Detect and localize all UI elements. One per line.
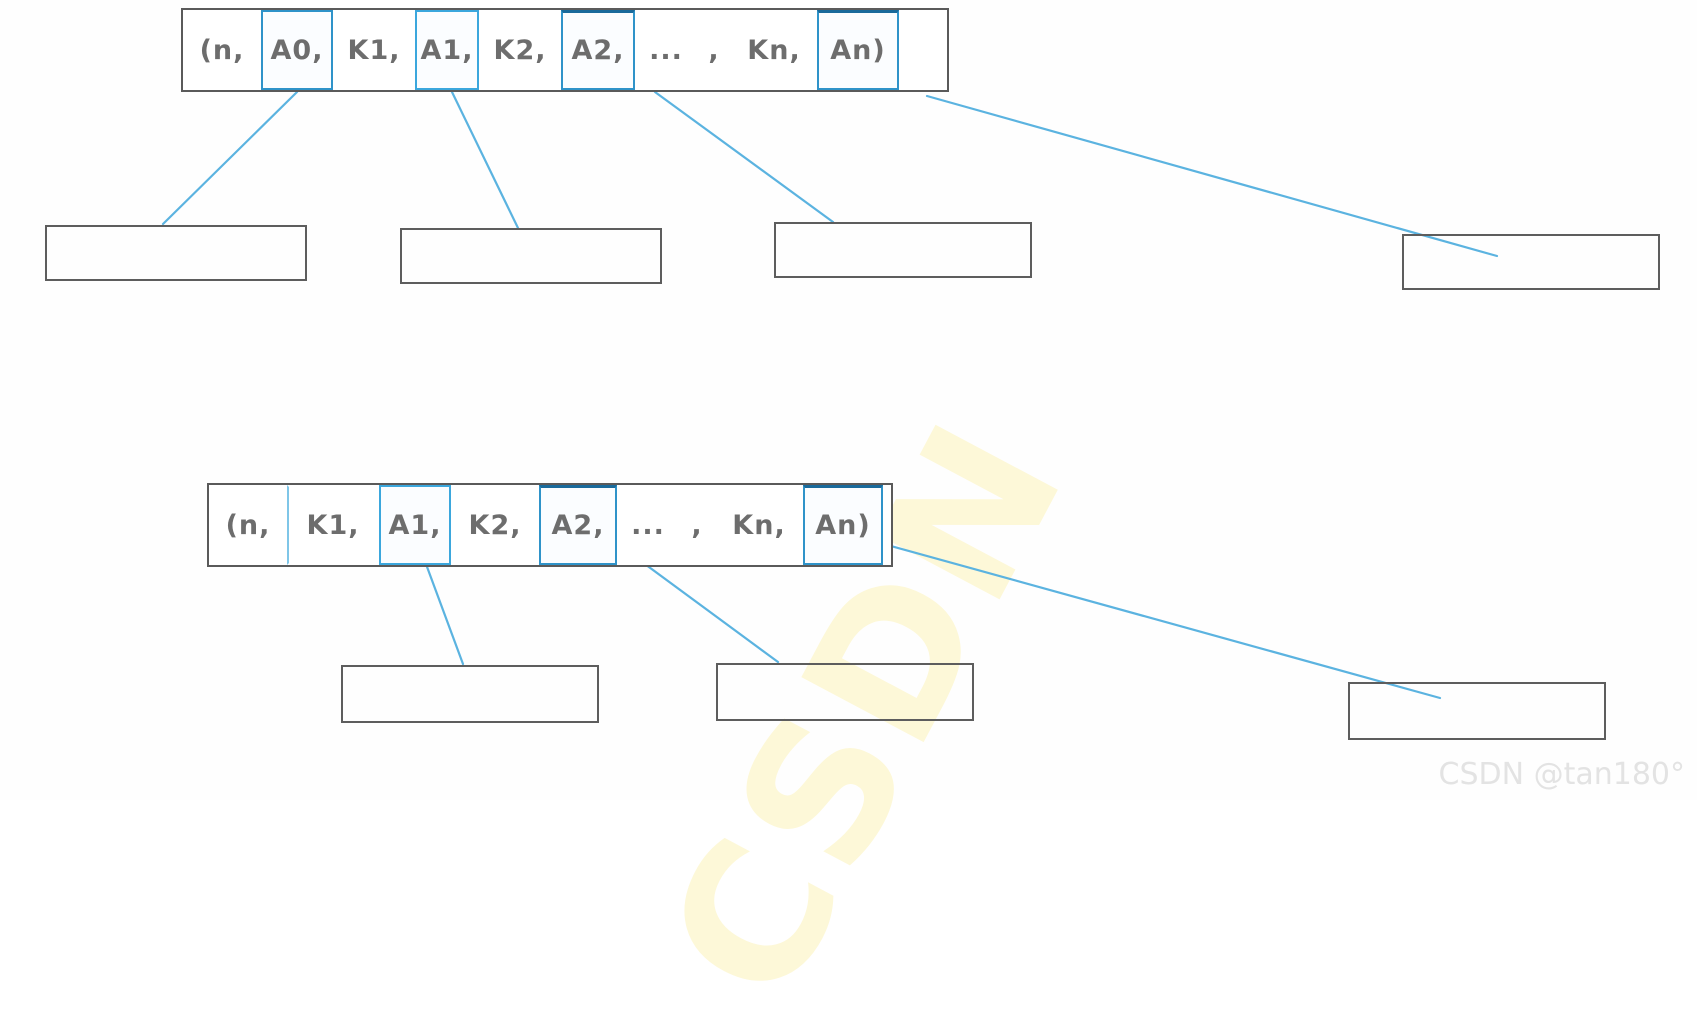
node2-cell-k1: K1, (287, 485, 379, 565)
child-box-an[interactable] (1402, 234, 1660, 290)
node2-cell-k2: K2, (468, 509, 522, 541)
internal-node-record[interactable]: (n, A0, K1, A1, K2, A2, ... , Kn, An) (181, 8, 949, 92)
node2-cell-kn: Kn, (732, 509, 786, 541)
child-box-a2[interactable] (774, 222, 1032, 278)
node2-cell-a2[interactable]: A2, (539, 485, 617, 565)
connector-a2-to-child (653, 90, 835, 224)
node1-cell-kn: Kn, (747, 34, 801, 66)
connector-a1-to-child (450, 90, 520, 230)
csdn-watermark: CSDN @tan180° (1438, 757, 1686, 792)
child-box-a2-lower[interactable] (716, 663, 974, 721)
connector-a0-to-child (161, 90, 299, 226)
node1-cell-n: (n, (199, 34, 245, 66)
child-box-an-lower[interactable] (1348, 682, 1606, 740)
node1-cell-a0[interactable]: A0, (261, 10, 333, 90)
node1-cell-a2[interactable]: A2, (561, 10, 635, 90)
child-box-a1[interactable] (400, 228, 662, 284)
node2-cell-ellipsis: ... (631, 509, 665, 541)
child-box-a0[interactable] (45, 225, 307, 281)
node2-cell-n: (n, (225, 509, 271, 541)
node1-cell-a1[interactable]: A1, (415, 10, 479, 90)
node1-cell-k2: K2, (493, 34, 547, 66)
leaf-node-record[interactable]: (n, K1, A1, K2, A2, ... , Kn, An) (207, 483, 893, 567)
node1-cell-comma: , (708, 34, 720, 66)
node1-cell-ellipsis: ... (649, 34, 683, 66)
node2-cell-a1[interactable]: A1, (379, 485, 451, 565)
node1-cell-k1: K1, (347, 34, 401, 66)
node2-cell-an[interactable]: An) (803, 485, 883, 565)
child-box-a1-lower[interactable] (341, 665, 599, 723)
node1-cell-an[interactable]: An) (817, 10, 899, 90)
node2-cell-comma: , (691, 509, 703, 541)
